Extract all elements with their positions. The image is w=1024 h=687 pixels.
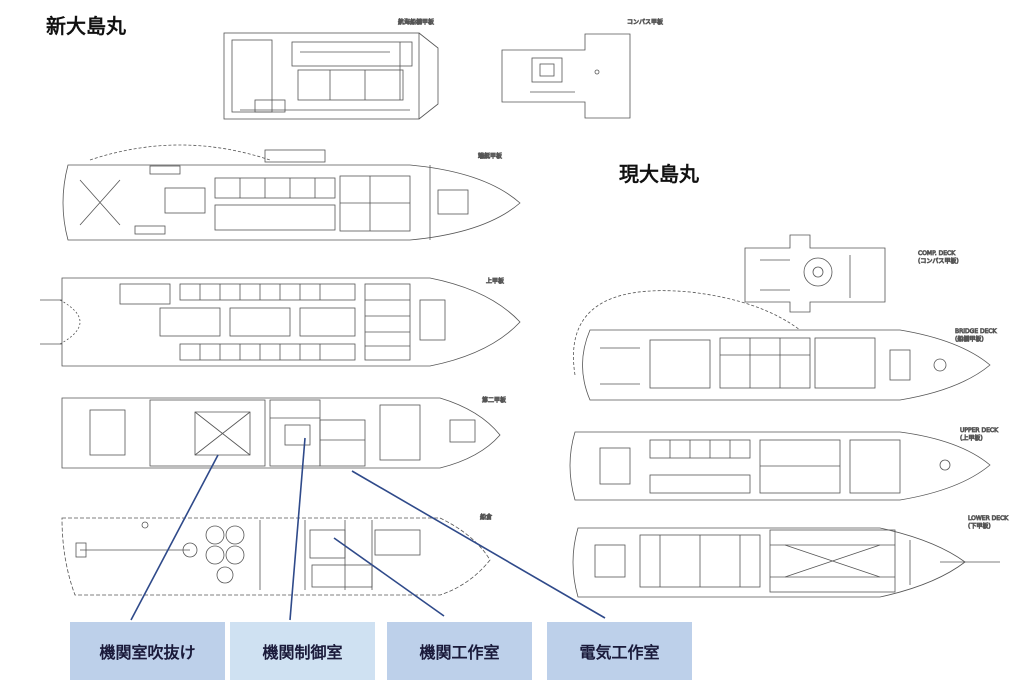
- label-upper-deck-en: UPPER DECK: [960, 427, 999, 434]
- new-upper-deck-plan: [40, 277, 521, 367]
- label-boat-deck: 端艇甲板: [478, 152, 502, 160]
- label-lower-deck: LOWER DECK: [968, 515, 1009, 522]
- current-bridge-deck-plan: [573, 290, 991, 401]
- leader-line-electrical-workshop: [351, 470, 606, 619]
- new-nav-bridge-deck-plan: [223, 32, 439, 120]
- label-compass-deck: コンパス甲板: [627, 18, 663, 26]
- leader-line-engine-control-room: [289, 437, 306, 621]
- label-bridge-deck-jp: (船橋甲板): [955, 335, 984, 343]
- label-second-deck: 第二甲板: [482, 396, 506, 404]
- current-comp-deck-plan: [744, 234, 886, 313]
- label-upper-deck-jp: (上甲板): [960, 434, 983, 442]
- label-bridge-deck: BRIDGE DECK: [955, 328, 998, 335]
- label-nav-bridge-deck: 航海船橋甲板: [398, 18, 434, 26]
- new-ship-title: 新大島丸: [46, 14, 126, 38]
- label-comp-deck: COMP. DECK: [918, 250, 956, 257]
- label-upper-deck: 上甲板: [486, 277, 504, 285]
- callout-engine-workshop: 機関工作室: [387, 622, 532, 680]
- new-boat-deck-plan: [62, 144, 521, 241]
- current-upper-deck-plan: [569, 431, 991, 501]
- current-ship-title: 現大島丸: [619, 162, 699, 186]
- callout-electrical-workshop: 電気工作室: [547, 622, 692, 680]
- new-hold-details: [75, 520, 421, 590]
- new-compass-deck-plan: [501, 33, 631, 119]
- leader-line-engine-workshop: [333, 537, 445, 617]
- current-lower-deck-plan: [572, 527, 1000, 598]
- callout-engine-control-room: 機関制御室: [230, 622, 375, 680]
- leader-line-engine-room-void: [130, 454, 219, 621]
- label-hold: 船倉: [480, 513, 492, 521]
- label-comp-deck-jp: (コンパス甲板): [918, 257, 959, 265]
- label-lower-deck-jp: (下甲板): [968, 522, 991, 530]
- callout-engine-room-void: 機関室吹抜け: [70, 622, 225, 680]
- new-hold-plan: [61, 517, 491, 596]
- new-second-deck-plan: [61, 397, 501, 469]
